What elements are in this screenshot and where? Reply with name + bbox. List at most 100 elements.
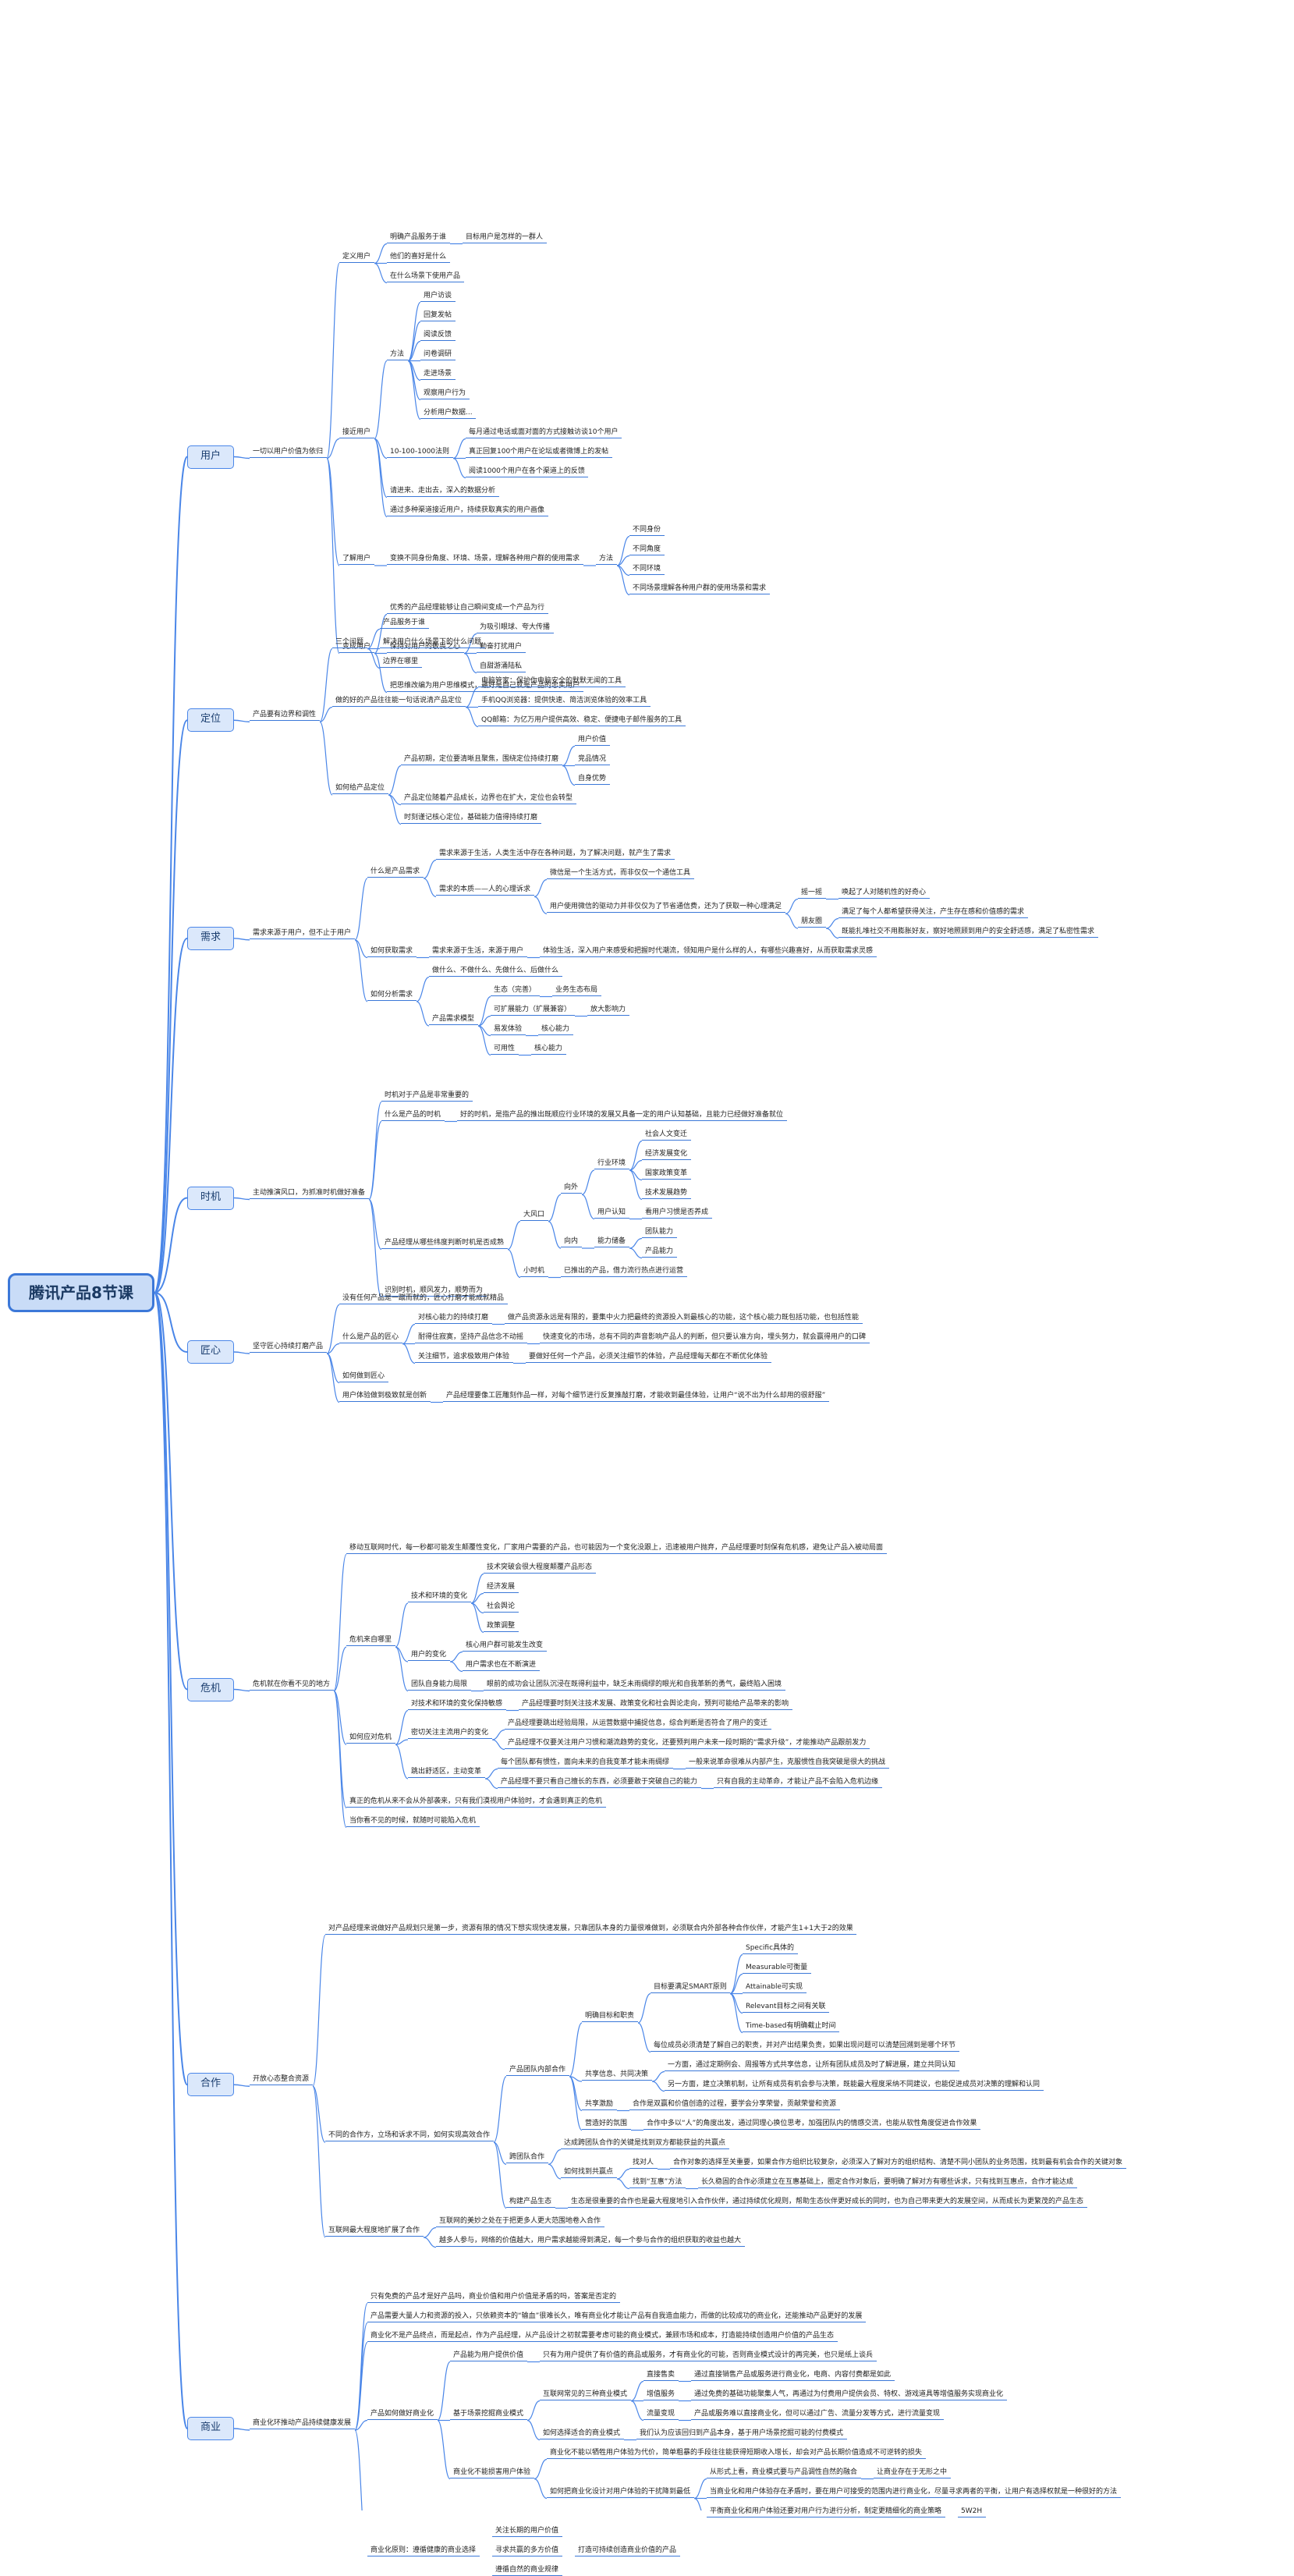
topic-node[interactable]: 互联网常见的三种商业模式 — [540, 2390, 631, 2400]
topic-node[interactable]: 合作对象的选择至关重要，如果合作方组织比较复杂，必须深入了解对方的组织结构、清楚… — [670, 2158, 1126, 2169]
topic-node[interactable]: 从形式上看，商业模式要与产品调性自然的融合 — [707, 2468, 861, 2478]
topic-node[interactable]: 做产品资源永远是有限的，要集中火力把最终的资源投入到最核心的功能，这个核心能力既… — [505, 1313, 863, 1324]
topic-node[interactable]: 不同的合作方，立场和诉求不同，如何实现高效合作 — [325, 2131, 494, 2142]
topic-node[interactable]: 真正回复100个用户在论坛或者微博上的发帖 — [466, 447, 612, 458]
topic-node[interactable]: 竞品情况 — [575, 754, 610, 765]
topic-node[interactable]: 团队自身能力局限 — [408, 1680, 471, 1691]
topic-node[interactable]: 手机QQ浏览器：提供快速、简洁浏览体验的效率工具 — [478, 696, 651, 707]
topic-node[interactable]: 需求的本质——人的心理诉求 — [436, 885, 534, 896]
topic-node[interactable]: 用户的变化 — [408, 1650, 450, 1661]
topic-node[interactable]: 只有自我的主动革命，才能让产品不会陷入危机边缘 — [714, 1777, 882, 1788]
topic-node[interactable]: 如何分析需求 — [367, 990, 417, 1001]
topic-node[interactable]: 向外 — [561, 1183, 582, 1194]
topic-node[interactable]: 做的好的产品往往能一句话说清产品定位 — [332, 696, 466, 707]
topic-node[interactable]: 找对人 — [629, 2158, 658, 2169]
topic-node[interactable]: 回复发帖 — [420, 310, 456, 321]
topic-node[interactable]: 产品经理要时刻关注技术发展、政策变化和社会舆论走向，预判可能给产品带来的影响 — [519, 1699, 792, 1710]
topic-node[interactable]: 大风口 — [520, 1210, 548, 1221]
topic-node[interactable]: 要做好任何一个产品，必须关注细节的体验，产品经理每天都在不断优化体验 — [526, 1352, 771, 1363]
topic-node[interactable]: 一方面，通过定期例会、周报等方式共享信息，让所有团队成员及时了解进展，建立共同认… — [665, 2060, 959, 2071]
topic-node[interactable]: 请进来、走出去，深入的数据分析 — [387, 486, 499, 497]
topic-node[interactable]: 需求来源于生活，来源于用户 — [429, 946, 527, 957]
topic-node[interactable]: 没有任何产品是一蹴而就的，匠心打磨才能成就精品 — [339, 1293, 508, 1304]
topic-node[interactable]: 产品服务于谁 — [380, 618, 429, 629]
topic-node[interactable]: 经济发展变化 — [642, 1149, 691, 1160]
topic-node[interactable]: 如何把商业化设计对用户体验的干扰降到最低 — [547, 2487, 694, 2498]
topic-node[interactable]: 为吸引眼球、夸大传播 — [477, 623, 554, 633]
topic-node[interactable]: 互联网最大程度地扩展了合作 — [325, 2226, 424, 2237]
topic-node[interactable]: 关注细节，追求极致用户体验 — [415, 1352, 513, 1363]
topic-node[interactable]: Attainable可实现 — [743, 1982, 807, 1993]
topic-node[interactable]: 构建产品生态 — [506, 2197, 555, 2208]
topic-node[interactable]: 三个问题 — [332, 637, 367, 648]
topic-node[interactable]: 如何做到匠心 — [339, 1371, 388, 1382]
topic-node[interactable]: 产品能力 — [642, 1247, 677, 1258]
topic-node[interactable]: Relevant目标之间有关联 — [743, 2002, 829, 2013]
topic-node[interactable]: 生态（完善） — [491, 985, 540, 996]
topic-node[interactable]: 电脑管家：保护你电脑安全的默默无闻的工具 — [478, 676, 626, 687]
topic-node[interactable]: 核心能力 — [531, 1044, 566, 1055]
topic-node[interactable]: 不同角度 — [629, 545, 665, 555]
topic-node[interactable]: 让商业存在于无形之中 — [874, 2468, 951, 2478]
topic-node[interactable]: 眼前的成功会让团队沉浸在既得利益中，缺乏未雨绸缪的眼光和自我革新的勇气，最终陷入… — [484, 1680, 785, 1691]
topic-node[interactable]: 用户认知 — [594, 1208, 629, 1219]
topic-node[interactable]: 用户使用微信的驱动力并非仅仅为了节省通信费，还为了获取一种心理满足 — [547, 902, 785, 914]
topic-node[interactable]: 看用户习惯是否养成 — [642, 1208, 712, 1219]
topic-node[interactable]: 做什么、不做什么、先做什么、后做什么 — [429, 966, 562, 977]
topic-node[interactable]: 另一方面，建立决策机制，让所有成员有机会参与决策，既能最大程度采纳不同建议，也能… — [665, 2080, 1044, 2091]
topic-node[interactable]: 只有免费的产品才是好产品吗，商业价值和用户价值是矛盾的吗，答案是否定的 — [367, 2292, 620, 2303]
topic-node[interactable]: 生态是很重要的合作也是最大程度地引入合作伙伴，通过持续优化规则，帮助生态伙伴更好… — [568, 2197, 1087, 2208]
section-node[interactable]: 时机 — [187, 1186, 234, 1210]
topic-node[interactable]: 找到“互惠”方法 — [629, 2177, 686, 2188]
topic-node[interactable]: Measurable可衡量 — [743, 1963, 811, 1974]
topic-node[interactable]: 了解用户 — [339, 554, 374, 565]
topic-node[interactable]: 真正的危机从来不会从外部袭来，只有我们漠视用户体验时，才会遇到真正的危机 — [346, 1797, 606, 1808]
topic-node[interactable]: 已推出的产品，借力流行热点进行运营 — [561, 1266, 687, 1277]
topic-node[interactable]: 团队能力 — [642, 1227, 677, 1238]
topic-node[interactable]: 移动互联网时代，每一秒都可能发生颠覆性变化，厂家用户需要的产品，也可能因为一个变… — [346, 1543, 887, 1554]
topic-node[interactable]: 危机就在你看不见的地方 — [250, 1680, 334, 1691]
topic-node[interactable]: 产品团队内部合作 — [506, 2065, 569, 2076]
topic-node[interactable]: 如何选择适合的商业模式 — [540, 2429, 624, 2439]
topic-node[interactable]: 放大影响力 — [587, 1005, 629, 1016]
topic-node[interactable]: 变成用户 — [339, 642, 374, 653]
topic-node[interactable]: 产品如何做好商业化 — [367, 2409, 438, 2420]
topic-node[interactable]: 不同环境 — [629, 564, 665, 575]
topic-node[interactable]: 合作中多以“人”的角度出发，通过同理心换位思考，加强团队内的情感交流，也能从软性… — [643, 2119, 980, 2130]
topic-node[interactable]: 危机来自哪里 — [346, 1635, 395, 1647]
topic-node[interactable]: 一切以用户价值为依归 — [250, 447, 327, 458]
topic-node[interactable]: 产品要有边界和调性 — [250, 710, 320, 722]
topic-node[interactable]: 合作是双赢和价值创造的过程，要学会分享荣誉，贡献荣誉和资源 — [629, 2099, 840, 2110]
topic-node[interactable]: 互联网的美妙之处在于把更多人更大范围地卷入合作 — [436, 2216, 604, 2227]
topic-node[interactable]: 遵循自然的商业规律 — [492, 2565, 562, 2576]
topic-node[interactable]: 主动推演风口，为抓准时机做好准备 — [250, 1188, 369, 1199]
topic-node[interactable]: 当你看不见的时候，就随时可能陷入危机 — [346, 1816, 480, 1827]
topic-node[interactable]: 每位成员必须清楚了解自己的职责，并对产出结果负责，如果出现问题可以清楚回溯到是哪… — [651, 2041, 959, 2052]
topic-node[interactable]: 耐得住寂寞，坚持产品信念不动摇 — [415, 1332, 527, 1343]
topic-node[interactable]: 快速变化的市场，总有不同的声音影响产品人的判断，但只要认准方向，埋头努力，就会赢… — [540, 1332, 870, 1343]
topic-node[interactable]: 不同身份 — [629, 525, 665, 536]
topic-node[interactable]: 目标用户是怎样的一群人 — [463, 232, 547, 243]
topic-node[interactable]: 用户需求也在不断演进 — [463, 1660, 540, 1671]
topic-node[interactable]: 对技术和环境的变化保持敏感 — [408, 1699, 506, 1710]
section-node[interactable]: 商业 — [187, 2417, 234, 2440]
topic-node[interactable]: 什么是产品的匠心 — [339, 1332, 402, 1343]
topic-node[interactable]: 社会舆论 — [484, 1602, 519, 1613]
topic-node[interactable]: 向内 — [561, 1237, 582, 1247]
topic-node[interactable]: 通过多种渠道接近用户，持续获取真实的用户画像 — [387, 506, 548, 516]
topic-node[interactable]: 技术突破会很大程度颠覆产品形态 — [484, 1563, 596, 1574]
topic-node[interactable]: 明确目标和职责 — [582, 2011, 638, 2022]
section-node[interactable]: 危机 — [187, 1677, 234, 1701]
topic-node[interactable]: 可用性 — [491, 1044, 519, 1055]
topic-node[interactable]: 增值服务 — [643, 2390, 679, 2400]
topic-node[interactable]: 易发体验 — [491, 1024, 526, 1035]
topic-node[interactable]: 不同场景理解各种用户群的使用场景和需求 — [629, 584, 770, 594]
topic-node[interactable]: 用户体验做到极致就是创新 — [339, 1391, 431, 1402]
topic-node[interactable]: 走进场景 — [420, 369, 456, 380]
topic-node[interactable]: 流量变现 — [643, 2409, 679, 2420]
topic-node[interactable]: 核心用户群可能发生改变 — [463, 1641, 547, 1652]
topic-node[interactable]: 产品或服务难以直接商业化，但可以通过广告、流量分发等方式，进行流量变现 — [691, 2409, 944, 2420]
topic-node[interactable]: 通过免费的基础功能聚集人气，再通过为付费用户提供会员、特权、游戏道具等增值服务实… — [691, 2390, 1007, 2400]
topic-node[interactable]: 政策调整 — [484, 1621, 519, 1632]
topic-node[interactable]: 通过直接销售产品或服务进行商业化，电商、内容付费都是如此 — [691, 2370, 895, 2381]
